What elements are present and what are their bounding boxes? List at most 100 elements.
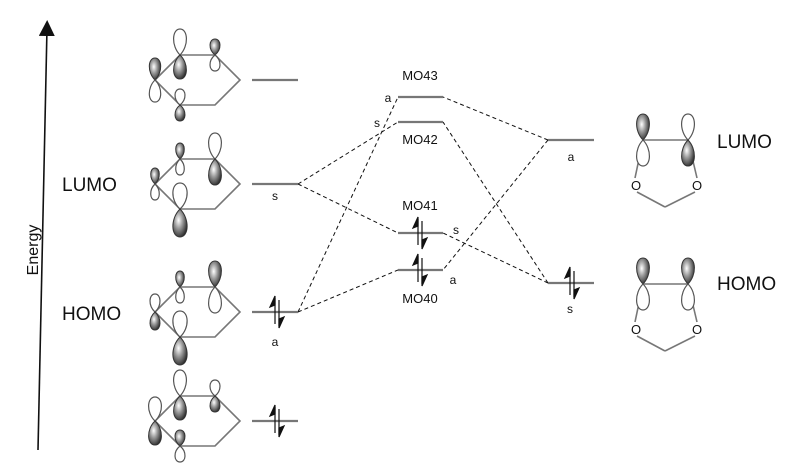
oxygen-atom-label: O: [631, 322, 641, 337]
orbital-lobe-lower: [635, 139, 651, 167]
orbital-lobe-lower: [148, 420, 162, 446]
orbital-lobe-lower: [173, 395, 187, 421]
spin-down-arrow-icon: [278, 424, 286, 438]
p-orbital: [149, 293, 161, 331]
orbital-lobe-lower: [207, 286, 223, 314]
p-orbital: [148, 57, 162, 103]
p-orbital: [635, 113, 651, 167]
orbital-lobe-upper: [208, 260, 222, 288]
spin-down-arrow-icon: [421, 273, 429, 287]
electron-pair-l4: [268, 404, 286, 438]
ring-skeleton: [153, 395, 242, 447]
orbital-lobe-upper: [175, 142, 185, 160]
ring-skeleton: [153, 54, 242, 106]
correlation-line-r1-mo40: [442, 139, 549, 271]
orbital-lobe-upper: [680, 113, 696, 141]
up-arrow-icon: [37, 20, 55, 451]
left-lumo-symmetry: s: [272, 189, 278, 203]
orbital-lobe-lower: [174, 445, 186, 463]
p-orbital: [635, 257, 651, 311]
p-orbital: [172, 369, 188, 421]
orbital-lobe-lower: [175, 158, 185, 176]
complex-levels: MO43 a MO42 s MO41 s MO40 a: [374, 68, 459, 306]
electron-pairs: [268, 216, 581, 438]
orbital-lobe-upper: [172, 182, 188, 210]
left-lumo-label: LUMO: [62, 175, 117, 196]
energy-axis: Energy: [25, 20, 55, 451]
oc-bond: [664, 335, 696, 352]
mo43-label: MO43: [402, 68, 437, 83]
oc-bond: [636, 335, 666, 352]
right-homo-label: HOMO: [717, 274, 776, 295]
p-orbital: [172, 310, 188, 366]
orbital-lobe-lower: [175, 286, 185, 304]
orbital-lobe-lower: [209, 54, 221, 72]
orbital-lobe-lower: [680, 283, 696, 311]
orbital-lobe-upper: [174, 429, 186, 447]
spin-down-arrow-icon: [278, 315, 286, 329]
left-molecule-2: [150, 132, 242, 238]
spin-up-arrow-icon: [411, 216, 419, 230]
p-orbital: [172, 28, 188, 80]
right-fragment-levels: a s LUMO HOMO: [548, 132, 776, 316]
left-fragment-levels: s a LUMO HOMO: [62, 78, 298, 423]
correlation-line-r1-mo43: [442, 96, 549, 141]
correlation-line-l3-mo43: [297, 96, 399, 313]
orbital-lobe-upper: [175, 270, 185, 288]
orbital-lobe-upper: [209, 38, 221, 56]
mo42-label: MO42: [402, 132, 437, 147]
spin-down-arrow-icon: [573, 286, 581, 300]
electron-pair-mo41: [411, 216, 429, 250]
spin-up-arrow-icon: [411, 253, 419, 267]
mo41-symmetry: s: [453, 223, 459, 237]
oxygen-atom-label: O: [692, 322, 702, 337]
orbital-lobe-upper: [209, 379, 221, 397]
p-orbital: [174, 88, 186, 122]
orbital-lobe-upper: [150, 167, 160, 185]
right-homo-symmetry: s: [567, 302, 573, 316]
electron-pair-r2: [563, 266, 581, 300]
spin-up-arrow-icon: [563, 266, 571, 280]
p-orbital: [147, 396, 163, 446]
left-molecule-3: [149, 260, 242, 366]
ring-skeleton: [153, 158, 242, 210]
p-orbital: [207, 132, 223, 186]
orbital-lobe-lower: [148, 79, 162, 103]
correlation-line-r2-mo41: [442, 232, 549, 284]
oc-bond: [636, 191, 666, 208]
orbital-lobe-lower: [681, 139, 695, 167]
orbital-lobe-upper: [174, 88, 186, 106]
correlation-lines: [297, 96, 549, 313]
orbital-lobe-lower: [174, 104, 186, 122]
orbital-lobe-upper: [149, 293, 161, 313]
p-orbital: [150, 167, 160, 201]
spin-down-arrow-icon: [421, 236, 429, 250]
left-molecule-4: [147, 369, 242, 463]
p-orbital: [207, 260, 223, 314]
p-orbital: [209, 38, 221, 72]
spin-up-arrow-icon: [268, 404, 276, 418]
left-fragment: [147, 28, 242, 463]
mo41-label: MO41: [402, 198, 437, 213]
orbital-lobe-upper: [148, 57, 162, 81]
left-homo-label: HOMO: [62, 304, 121, 325]
orbital-lobe-upper: [172, 369, 188, 397]
mo40-symmetry: a: [450, 273, 457, 287]
right-lumo-label: LUMO: [717, 132, 772, 153]
orbital-lobe-upper: [172, 310, 188, 338]
correlation-line-l3-mo40: [297, 269, 399, 313]
mo40-label: MO40: [402, 291, 437, 306]
orbital-lobe-upper: [681, 257, 695, 285]
orbital-lobe-lower: [635, 283, 651, 311]
orbital-lobe-lower: [172, 336, 188, 366]
electron-pair-mo40: [411, 253, 429, 287]
electron-pair-l3: [268, 295, 286, 329]
right-lumo-symmetry: a: [568, 150, 575, 164]
correlation-line-l2-mo41: [297, 183, 399, 234]
orbital-lobe-lower: [209, 395, 221, 413]
orbital-lobe-lower: [208, 158, 222, 186]
